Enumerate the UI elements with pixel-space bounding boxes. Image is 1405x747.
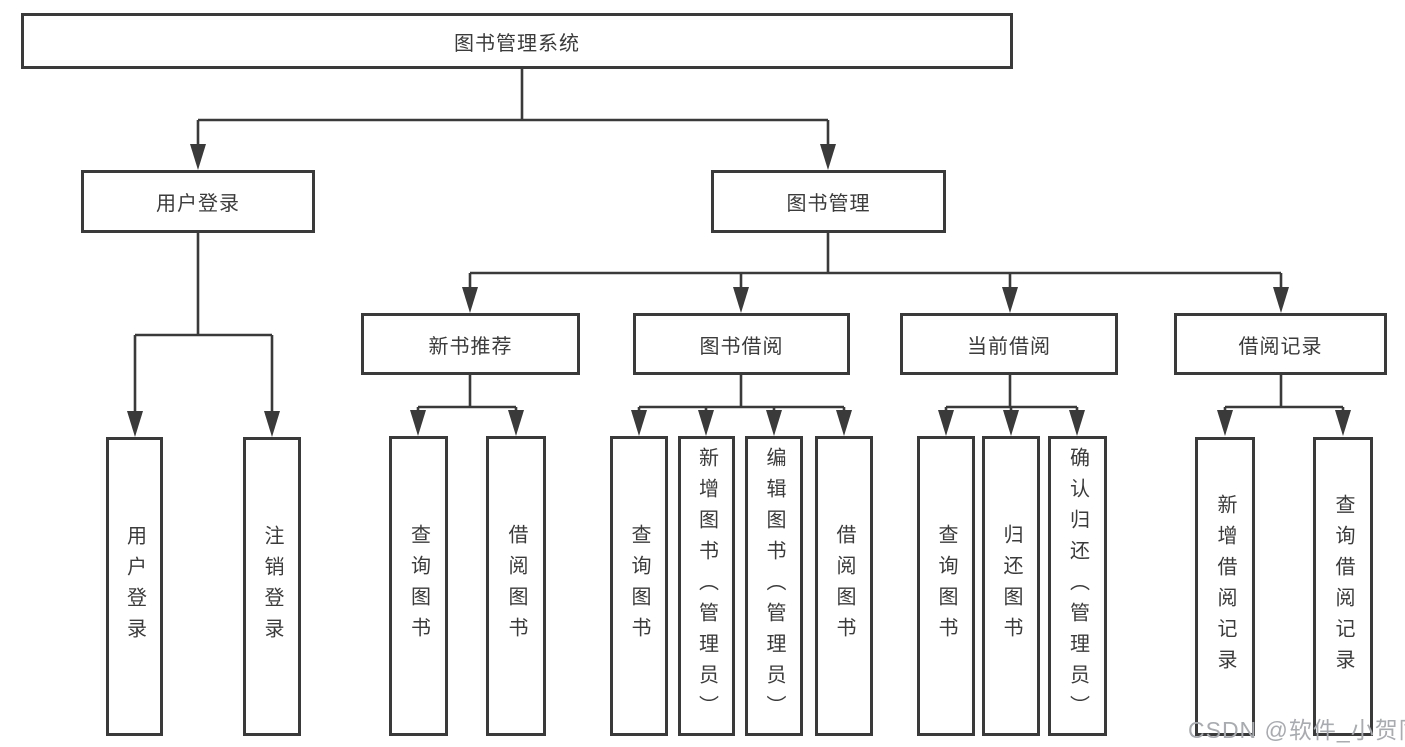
node-search-books-recommend: 查询图书 — [389, 436, 448, 736]
node-label: 确认归还（管理员） — [1066, 446, 1089, 726]
node-current-borrowing: 当前借阅 — [900, 313, 1118, 375]
node-add-books-admin: 新增图书（管理员） — [678, 436, 735, 736]
node-borrow-books-recommend: 借阅图书 — [486, 436, 546, 736]
node-label: 图书管理系统 — [454, 32, 580, 55]
node-search-books-current: 查询图书 — [917, 436, 975, 736]
node-return-books: 归还图书 — [982, 436, 1040, 736]
csdn-watermark: CSDN @软件_小贺同学 — [1188, 717, 1405, 743]
node-add-borrow-record: 新增借阅记录 — [1195, 437, 1255, 736]
node-label: 归还图书 — [1000, 524, 1022, 648]
node-edit-books-admin: 编辑图书（管理员） — [745, 436, 803, 736]
node-book-borrowing: 图书借阅 — [633, 313, 850, 375]
node-user-login: 用户登录 — [81, 170, 315, 233]
node-label: 新增借阅记录 — [1214, 493, 1236, 680]
node-label: 当前借阅 — [967, 335, 1051, 358]
node-search-borrow-record: 查询借阅记录 — [1313, 437, 1373, 736]
node-label: 借阅图书 — [833, 524, 855, 648]
node-new-book-recommendation: 新书推荐 — [361, 313, 580, 375]
node-library-management-system: 图书管理系统 — [21, 13, 1013, 69]
node-label: 查询借阅记录 — [1332, 493, 1354, 680]
node-label: 新书推荐 — [428, 335, 513, 358]
node-label: 查询图书 — [628, 524, 650, 648]
node-label: 图书管理 — [786, 193, 871, 215]
node-label: 图书借阅 — [699, 335, 784, 358]
node-search-books-borrowing: 查询图书 — [610, 436, 668, 736]
node-book-management: 图书管理 — [711, 170, 946, 233]
node-confirm-return-admin: 确认归还（管理员） — [1048, 436, 1107, 736]
node-label: 新增图书（管理员） — [695, 446, 718, 726]
node-borrowing-records: 借阅记录 — [1174, 313, 1387, 375]
node-label: 借阅图书 — [505, 524, 527, 648]
node-label: 查询图书 — [935, 524, 957, 648]
node-label: 注销登录 — [261, 524, 283, 649]
node-label: 用户登录 — [123, 524, 146, 649]
node-borrow-books-borrowing: 借阅图书 — [815, 436, 873, 736]
node-user-login-leaf: 用户登录 — [106, 437, 163, 736]
node-label: 查询图书 — [407, 524, 430, 648]
node-logout: 注销登录 — [243, 437, 301, 736]
node-label: 用户登录 — [156, 193, 240, 215]
node-label: 编辑图书（管理员） — [763, 446, 785, 726]
node-label: 借阅记录 — [1238, 335, 1323, 358]
